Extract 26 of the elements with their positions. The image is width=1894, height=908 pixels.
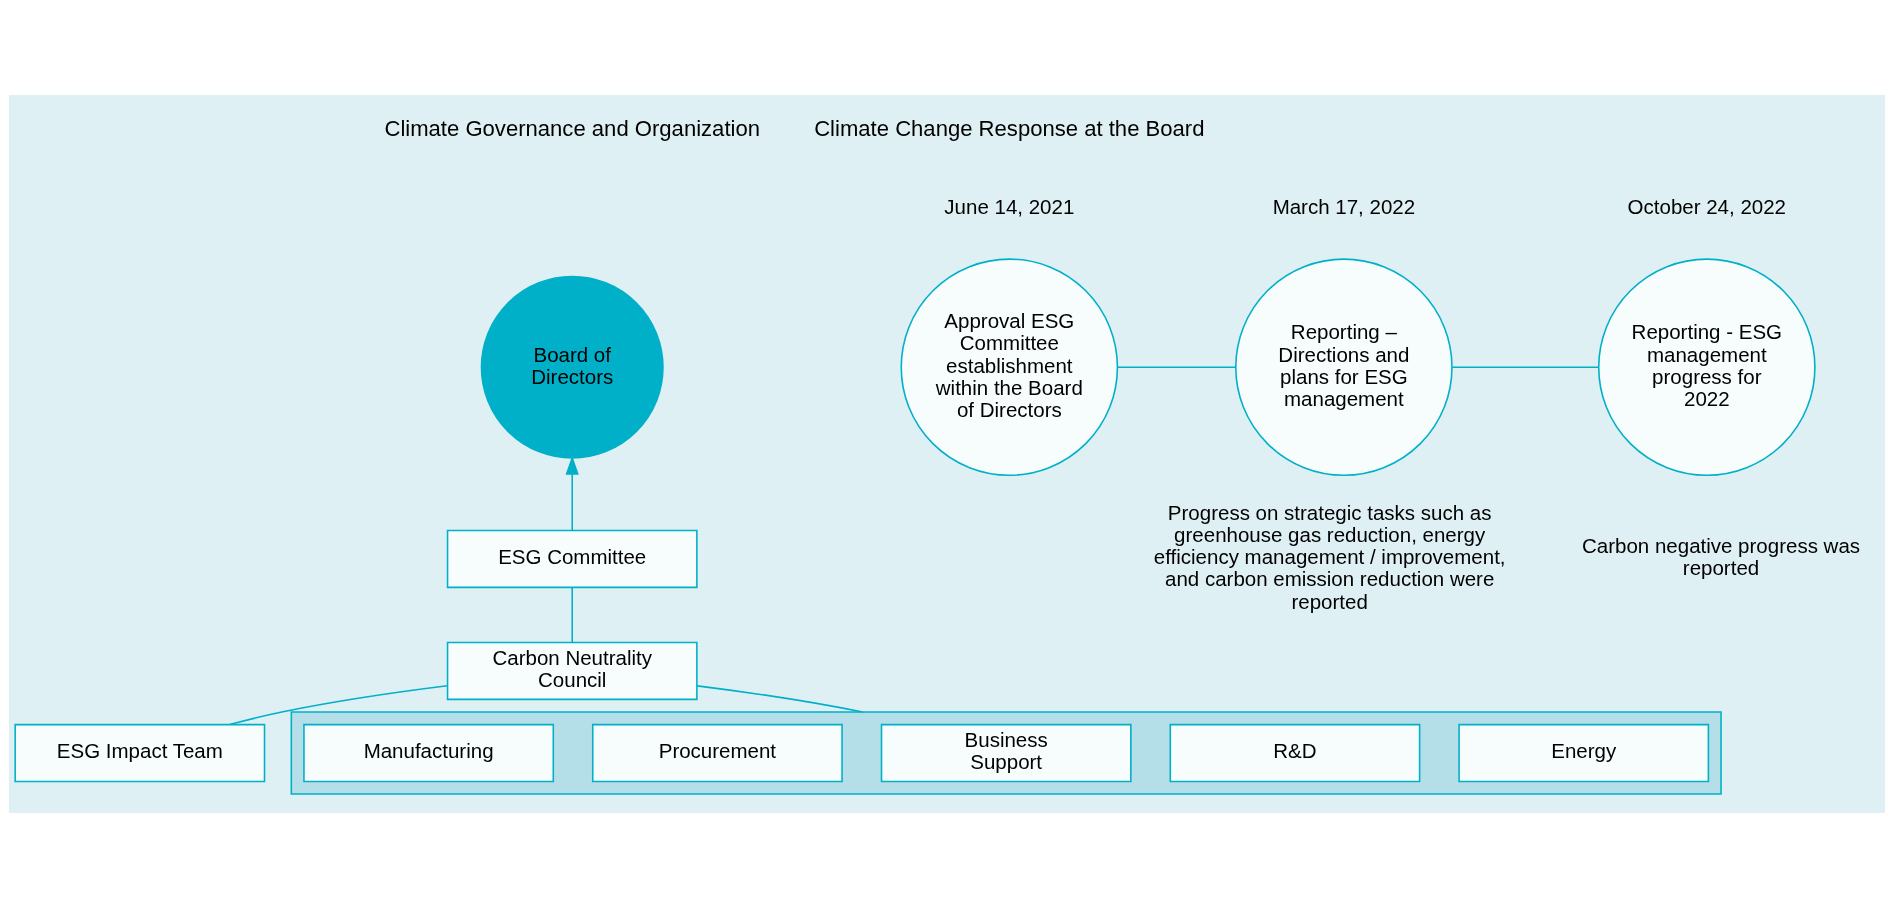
node-box: R&D [1169,723,1421,783]
label: Climate Governance and Organization [384,115,760,141]
label: Climate Change Response at the Board [814,115,1205,141]
cluster [290,711,1722,795]
connector [1451,366,1600,368]
node-label: October 24, 2022 [1627,194,1787,218]
node-label: March 17, 2022 [1272,194,1416,218]
node-box: ESG Committee [446,529,698,589]
node-box: Business Support [880,723,1132,783]
arrow [565,455,579,532]
node-circle: Reporting - ESG management progress for 2022 [1597,258,1816,477]
node-label: Carbon negative progress was reported [1582,534,1861,580]
node-label: Progress on strategic tasks such as greenhouse gas reduction, energy efficiency management / improvement, and carbon emission reduction were reported [1153,501,1506,613]
node-box: ESG Impact Team [14,723,266,783]
connector [571,586,573,643]
connector [228,684,449,726]
node-box: Manufacturing [303,723,555,783]
node-label: June 14, 2021 [944,194,1075,218]
connector [1117,366,1237,368]
node-circle: Approval ESG Committee establishment within the Board of Directors [900,258,1119,477]
node-box: Energy [1458,723,1710,783]
node-circle: Reporting – Directions and plans for ESG management [1235,258,1453,477]
node-box: Carbon Neutrality Council [446,641,698,701]
node-circle: Board of Directors [480,275,664,459]
connector [696,685,864,713]
node-box: Procurement [591,723,843,783]
